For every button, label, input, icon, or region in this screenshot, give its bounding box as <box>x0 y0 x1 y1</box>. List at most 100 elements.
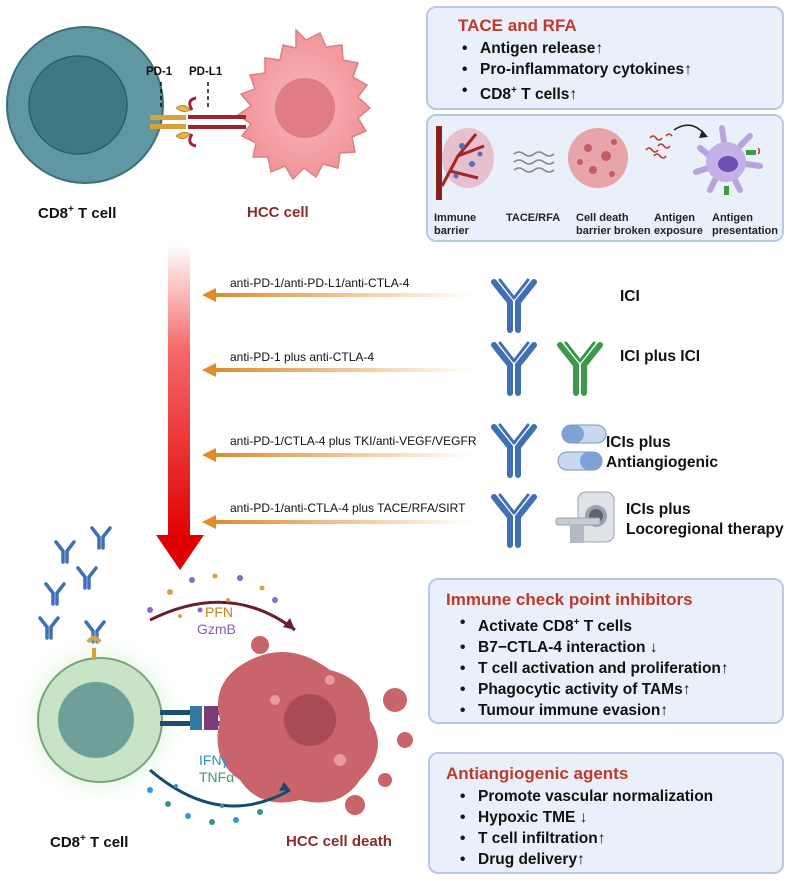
pill-icon <box>557 424 607 471</box>
pfn-label: PFN <box>205 604 233 620</box>
arrow-4 <box>202 515 474 529</box>
tace-rfa-waves-icon <box>513 151 555 173</box>
tnfa-label: TNFα <box>199 769 235 785</box>
antibody-icon-3 <box>494 425 534 475</box>
cd8-t-cell-icon <box>6 26 164 184</box>
tace-rfa-list: Antigen release↑ Pro-inflammatory cytoki… <box>458 38 782 105</box>
antiangio-box: Antiangiogenic agents Promote vascular n… <box>428 752 784 874</box>
tace-item-2: Pro-inflammatory cytokines↑ <box>458 59 782 80</box>
ici-item-2: B7−CTLA-4 interaction ↓ <box>456 637 782 658</box>
therapy-1-label: ICI <box>620 288 640 305</box>
arrow-4-label: anti-PD-1/anti-CTLA-4 plus TACE/RFA/SIRT <box>230 501 466 515</box>
therapy-arrows <box>202 288 474 529</box>
step-2-caption: TACE/RFA <box>506 212 560 225</box>
cytokines-icon <box>147 784 263 825</box>
tace-rfa-box: TACE and RFA Antigen release↑ Pro-inflam… <box>426 6 784 110</box>
ici-item-1-text: T cells <box>583 618 633 636</box>
tcell-label-text: CD8 <box>38 205 69 222</box>
free-antibodies-icon <box>38 526 112 644</box>
bottom-tcell-text: CD8 <box>50 834 81 851</box>
ici-item-3: T cell activation and proliferation↑ <box>456 658 782 679</box>
granules-icon <box>147 573 278 618</box>
hcc-death-label: HCC cell death <box>286 833 392 850</box>
top-hcc-label: HCC cell <box>247 204 309 221</box>
step-4-line2: exposure <box>654 225 703 237</box>
ifng-label: IFNγ <box>199 752 229 768</box>
arrow-3-label: anti-PD-1/CTLA-4 plus TKI/anti-VEGF/VEGF… <box>230 434 477 448</box>
gzmb-label: GzmB <box>197 621 236 637</box>
therapy-2-label: ICI plus ICI <box>620 348 701 365</box>
arrow-2 <box>202 363 474 377</box>
pd1-label: PD-1 <box>146 66 173 78</box>
step-1-caption: Immune barrier <box>434 212 476 238</box>
arrow-1 <box>202 288 474 302</box>
green-antibody-icon <box>560 343 600 393</box>
step-1-line2: barrier <box>434 225 469 237</box>
step-2-line1: TACE/RFA <box>506 212 561 224</box>
therapy-3-line1: ICIs plus <box>606 434 671 451</box>
step-3-line1: Cell death <box>576 212 629 224</box>
tcell-label-suffix: T cell <box>73 205 117 222</box>
arrow-3 <box>202 448 474 462</box>
step-4-line1: Antigen <box>654 212 695 224</box>
pd1-pdl1-receptors-icon <box>150 82 246 148</box>
process-illustrations <box>436 124 763 200</box>
antiangio-item-1: Promote vascular normalization <box>456 786 782 807</box>
arrow-2-label: anti-PD-1 plus anti-CTLA-4 <box>230 350 375 364</box>
tace-item-1: Antigen release↑ <box>458 38 782 59</box>
top-cell-interaction <box>6 26 372 184</box>
therapy-4-label: ICIs plus Locoregional therapy <box>626 500 784 540</box>
hcc-cell-icon <box>236 28 372 181</box>
therapy-3-line2: Antiangiogenic <box>606 454 718 471</box>
bottom-cell-killing <box>10 526 413 825</box>
bottom-tcell-label: CD8+ T cell <box>50 833 128 851</box>
therapy-4-line2: Locoregional therapy <box>626 521 784 538</box>
cytotoxic-arrow <box>149 600 296 632</box>
step-5-caption: Antigen presentation <box>712 212 778 238</box>
cd8-t-cell-activated-icon <box>10 630 190 810</box>
tace-cd8-sup: + <box>511 85 517 96</box>
tace-cd8-prefix: CD8 <box>480 86 512 104</box>
antibody-icon-4 <box>494 495 534 545</box>
therapy-3-label: ICIs plus Antiangiogenic <box>606 433 718 473</box>
cell-death-icon <box>568 128 628 188</box>
tace-item-3: CD8+ T cells↑ <box>458 80 782 105</box>
top-tcell-label: CD8+ T cell <box>38 204 116 222</box>
ici-item-1-sup: + <box>573 617 580 628</box>
antibody-icon-2 <box>494 343 534 393</box>
hcc-cell-death-icon <box>217 636 413 815</box>
ici-item-1-prefix: Activate CD8 <box>478 618 574 636</box>
antigen-presentation-icon <box>693 125 763 195</box>
ici-item-5: Tumour immune evasion↑ <box>456 700 782 721</box>
step-4-caption: Antigen exposure <box>654 212 703 238</box>
pdl1-label: PD-L1 <box>189 66 223 78</box>
antibody-icon-1 <box>494 280 534 330</box>
step-1-line1: Immune <box>434 212 477 224</box>
step-3-caption: Cell death barrier broken <box>576 212 651 238</box>
tace-cd8-text: T cells↑ <box>521 86 578 104</box>
ct-scanner-icon <box>555 491 615 543</box>
antiangio-item-4: Drug delivery↑ <box>456 849 782 870</box>
step-5-line2: presentation <box>712 225 779 237</box>
ici-title: Immune check point inhibitors <box>446 590 693 609</box>
antigen-exposure-icon <box>645 124 708 159</box>
antiangio-list: Promote vascular normalization Hypoxic T… <box>456 786 782 870</box>
step-3-line2: barrier broken <box>576 225 651 237</box>
antiangio-item-2: Hypoxic TME ↓ <box>456 807 782 828</box>
antiangio-item-3: T cell infiltration↑ <box>456 828 782 849</box>
ici-list: Activate CD8+ T cells B7−CTLA-4 interact… <box>456 612 782 721</box>
antiangio-title: Antiangiogenic agents <box>446 764 629 783</box>
cytokine-arrow <box>149 768 291 808</box>
tace-rfa-title: TACE and RFA <box>458 16 577 35</box>
tcell-label-sup: + <box>68 204 74 215</box>
therapy-icons <box>480 270 615 560</box>
ici-item-4: Phagocytic activity of TAMs↑ <box>456 679 782 700</box>
immune-barrier-icon <box>436 126 494 200</box>
process-strip: Immune barrier TACE/RFA Cell death barri… <box>426 114 784 242</box>
main-flow-arrow <box>156 245 204 570</box>
ici-item-1: Activate CD8+ T cells <box>456 612 782 637</box>
step-5-line1: Antigen <box>712 212 753 224</box>
bottom-tcell-sup: + <box>80 833 86 844</box>
ici-box: Immune check point inhibitors Activate C… <box>428 578 784 724</box>
arrow-1-label: anti-PD-1/anti-PD-L1/anti-CTLA-4 <box>230 276 410 290</box>
